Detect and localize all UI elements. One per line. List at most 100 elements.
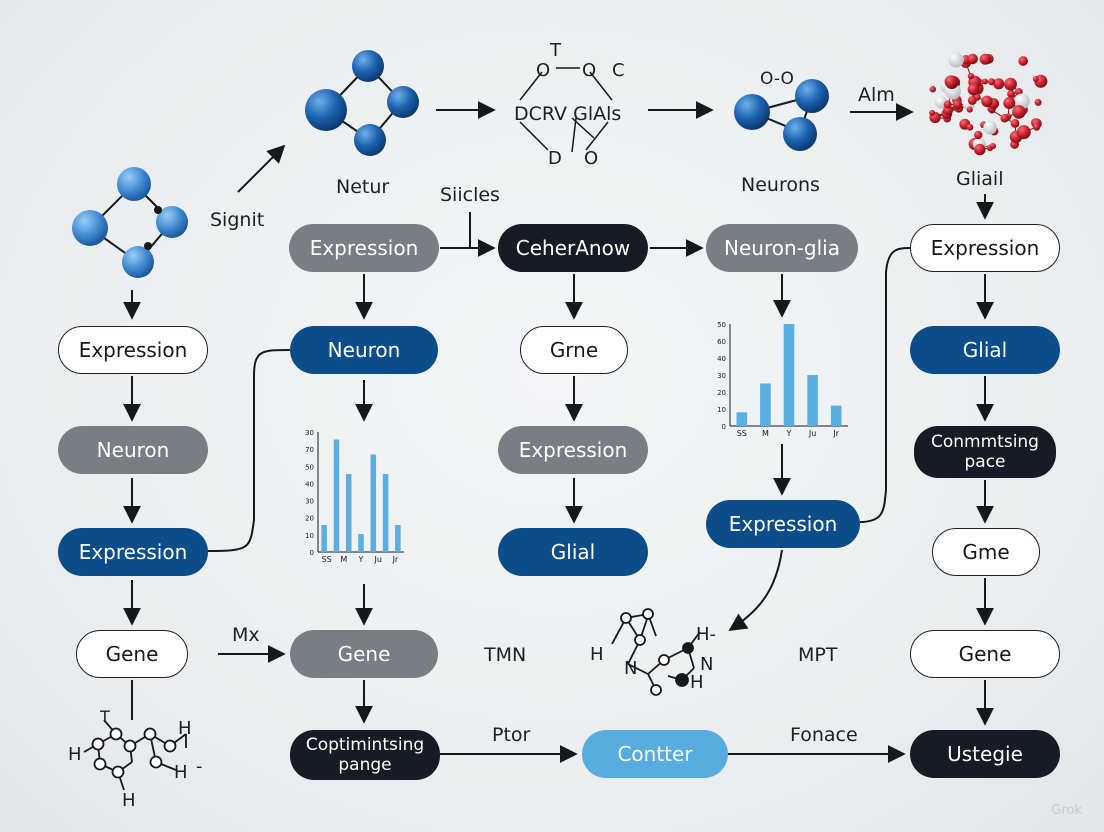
bc-h1-text: H [590, 644, 604, 665]
cluster-atom [944, 75, 958, 89]
node-c5-glial[interactable]: Glial [910, 326, 1060, 374]
y-tick-label: 30 [717, 372, 726, 380]
cluster-atom [1032, 123, 1041, 131]
x-tick-label: SS [322, 555, 332, 564]
bc-n1-text: N [624, 658, 637, 679]
bar [333, 439, 340, 552]
cluster-atom [967, 53, 978, 65]
node-c2-neuron[interactable]: Neuron [290, 326, 438, 374]
label-ptor: Ptor [492, 724, 531, 746]
bl-h3-text: H [174, 762, 188, 783]
y-tick-label: 30 [305, 429, 314, 437]
cluster-atom [967, 72, 975, 80]
cluster-atom [1010, 119, 1020, 128]
node-c3-glial[interactable]: Glial [498, 528, 648, 576]
cluster-atom [1032, 76, 1039, 83]
bl-dash-text: - [196, 756, 203, 777]
y-tick-label: 50 [717, 321, 726, 329]
node-c4-neuron-glia[interactable]: Neuron-glia [706, 224, 858, 272]
label-netur: Netur [336, 176, 390, 198]
top-center-text: DCRV GlAls [514, 103, 621, 125]
node-c3-ceheranow[interactable]: CeherAnow [498, 224, 648, 272]
cluster-atom [983, 120, 997, 135]
y-tick-label: 40 [305, 480, 314, 488]
cluster-atom [993, 78, 1005, 90]
x-tick-label: Ju [808, 429, 816, 438]
node-c5-conmmtsing[interactable]: Conmmtsing pace [914, 426, 1056, 478]
connector-c1-c2 [206, 349, 291, 552]
x-tick-label: Ju [373, 555, 381, 564]
top-d-text: D [548, 148, 562, 169]
label-siicles: Siicles [440, 184, 500, 206]
arrows [123, 101, 994, 763]
node-c5-expression[interactable]: Expression [910, 224, 1060, 272]
node-c1-neuron[interactable]: Neuron [58, 426, 208, 474]
cluster-atom [1034, 98, 1042, 106]
cluster-atom [1004, 77, 1017, 91]
cluster-atom [943, 100, 952, 109]
node-c2-gene[interactable]: Gene [290, 630, 438, 678]
node-c2-coptimintsing[interactable]: Coptimintsing pange [290, 730, 440, 780]
bar [736, 412, 748, 426]
top-o2-text: O [582, 60, 596, 81]
bl-h1-text: H [68, 744, 82, 765]
bar [783, 324, 795, 426]
cluster-atom [981, 95, 993, 108]
molecule-bottomcenter-icon [611, 608, 701, 696]
y-tick-label: 30 [305, 498, 314, 506]
y-tick-label: 10 [717, 406, 726, 414]
bc-h2-text: H- [696, 624, 716, 645]
bar [345, 474, 352, 552]
neurons-oo-text: O-O [760, 69, 794, 89]
x-tick-label: Jr [392, 555, 399, 564]
label-neurons: Neurons [741, 174, 820, 196]
connector-c4-c5 [859, 247, 911, 523]
cluster-atom [1016, 125, 1031, 140]
node-c1-expression-blue[interactable]: Expression [58, 528, 208, 576]
node-c5-gene[interactable]: Gene [910, 630, 1060, 678]
node-c5-gme[interactable]: Gme [932, 528, 1040, 576]
bar [830, 405, 842, 426]
cluster-atom [989, 143, 996, 150]
label-gliail: Gliail [956, 168, 1004, 190]
cluster-atom [948, 52, 964, 68]
node-c5-ustegie[interactable]: Ustegie [910, 730, 1060, 778]
node-c3-expression[interactable]: Expression [498, 426, 648, 474]
y-tick-label: 20 [717, 389, 726, 397]
y-tick-label: 40 [717, 355, 726, 363]
cluster-atom [1012, 105, 1026, 119]
node-c4-expression[interactable]: Expression [706, 500, 860, 548]
x-tick-label: M [762, 429, 769, 438]
x-tick-label: M [340, 555, 347, 564]
bc-n2-text: N [700, 654, 713, 675]
molecule-neurons-icon: O-O [734, 69, 829, 151]
cluster-atom [967, 95, 977, 105]
cluster-atom [979, 53, 991, 65]
y-tick-label: 60 [717, 338, 726, 346]
y-tick-label: 50 [305, 463, 314, 471]
bar [760, 383, 771, 426]
label-mx: Mx [232, 624, 260, 646]
cluster-atom [966, 106, 973, 113]
cluster-atom [929, 86, 937, 93]
y-tick-label: 70 [305, 446, 314, 454]
bl-t-text: T [99, 707, 110, 726]
x-tick-label: Jr [832, 429, 839, 438]
molecule-top-center-icon: T O O C DCRV GlAls D O [514, 40, 625, 169]
node-c1-expression[interactable]: Expression [58, 326, 208, 374]
bar [321, 525, 327, 552]
bl-h2-text: H [178, 718, 192, 739]
arrow-signit [237, 144, 286, 193]
node-c1-gene[interactable]: Gene [76, 630, 188, 678]
node-c3-grne[interactable]: Grne [520, 326, 628, 374]
cluster-atom [929, 109, 936, 116]
molecule-bottomleft-icon [83, 719, 187, 791]
node-c3-contter[interactable]: Contter [582, 730, 728, 778]
top-c-text: C [612, 60, 625, 81]
bl-h4-text: H [122, 790, 136, 811]
node-c2-expression[interactable]: Expression [289, 224, 439, 272]
cluster-atom [982, 78, 989, 85]
